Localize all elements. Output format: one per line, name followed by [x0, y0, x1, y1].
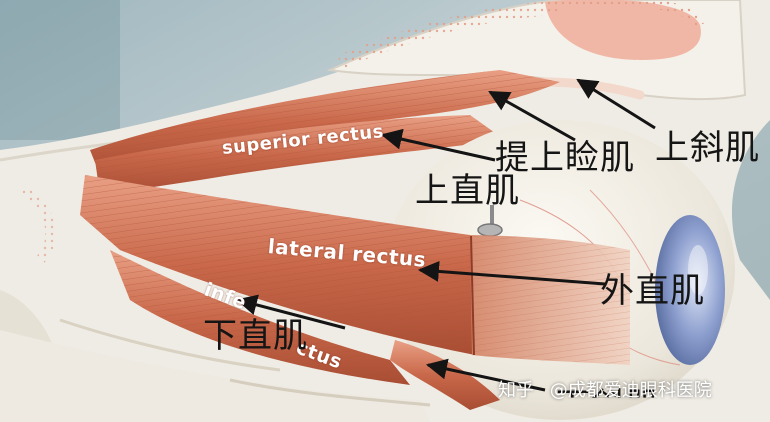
watermark: 知乎 @成都爱迪眼科医院	[498, 376, 712, 402]
arrow-inferior-oblique	[425, 358, 546, 392]
label-lateral-rectus-zh: 外直肌	[600, 271, 705, 311]
watermark-author: @成都爱迪眼科医院	[549, 380, 712, 401]
watermark-platform: 知乎	[498, 380, 534, 401]
label-superior-oblique-zh: 上斜肌	[655, 128, 760, 168]
label-superior-rectus-zh: 上直肌	[415, 171, 520, 211]
arrow-superior-oblique	[576, 78, 656, 130]
arrow-levator	[488, 90, 576, 142]
cornea	[655, 215, 725, 365]
arrow-inferior-rectus	[235, 294, 346, 330]
model-pin	[477, 223, 503, 237]
label-inferior-rectus-zh: 下直肌	[203, 316, 308, 356]
nasal-cavity	[545, 0, 701, 60]
label-levator-zh: 提上睑肌	[495, 138, 635, 178]
label-inferior-oblique-zh: 下斜肌	[556, 378, 661, 398]
arrow-superior-rectus	[380, 128, 496, 162]
arrow-lateral-rectus	[417, 260, 606, 286]
